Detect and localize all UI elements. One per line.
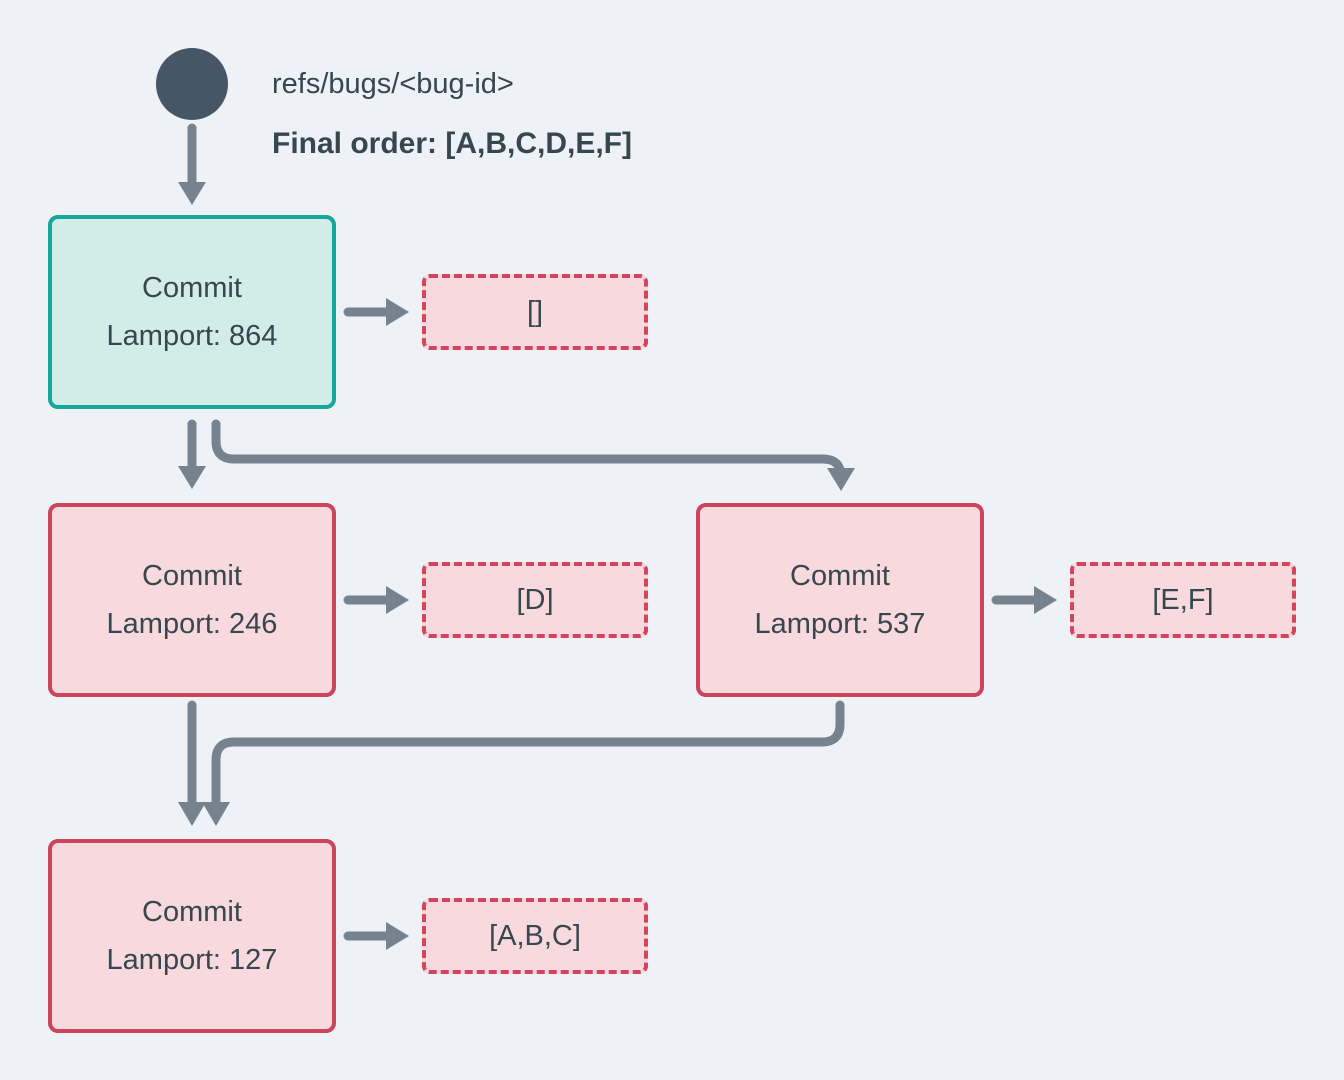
commit-node-537-title: Commit <box>790 560 890 592</box>
payload-box-abc: [A,B,C] <box>422 898 648 974</box>
arrowhead-864-to-537 <box>827 468 855 491</box>
arrowhead-246-to-d-payload <box>386 586 409 614</box>
ref-node-icon <box>156 48 228 120</box>
commit-node-127-lamport: Lamport: 127 <box>106 944 278 976</box>
commit-node-537: Commit Lamport: 537 <box>696 503 984 697</box>
ref-label: refs/bugs/<bug-id> <box>272 68 514 100</box>
payload-box-d-label: [D] <box>516 583 554 616</box>
payload-box-abc-label: [A,B,C] <box>489 919 581 952</box>
arrowhead-ref-to-864 <box>178 182 206 205</box>
arrowhead-864-to-246 <box>178 466 206 489</box>
arrowhead-537-to-ef-payload <box>1034 586 1057 614</box>
edge-537-to-127 <box>211 700 845 809</box>
commit-node-246-lamport: Lamport: 246 <box>106 608 278 640</box>
commit-node-864-title: Commit <box>142 272 242 304</box>
arrowhead-537-to-127 <box>202 802 230 826</box>
edge-864-to-537 <box>211 419 846 482</box>
commit-node-246: Commit Lamport: 246 <box>48 503 336 697</box>
payload-box-empty: [] <box>422 274 648 350</box>
final-order-label: Final order: [A,B,C,D,E,F] <box>272 127 632 160</box>
payload-box-ef: [E,F] <box>1070 562 1296 638</box>
arrowhead-127-to-abc-payload <box>386 922 409 950</box>
arrowhead-864-to-empty-payload <box>386 298 409 326</box>
commit-node-127-title: Commit <box>142 896 242 928</box>
payload-box-d: [D] <box>422 562 648 638</box>
commit-node-537-lamport: Lamport: 537 <box>754 608 926 640</box>
payload-box-empty-label: [] <box>526 295 544 328</box>
commit-node-864: Commit Lamport: 864 <box>48 215 336 409</box>
payload-box-ef-label: [E,F] <box>1152 583 1214 616</box>
commit-node-864-lamport: Lamport: 864 <box>106 320 278 352</box>
commit-node-127: Commit Lamport: 127 <box>48 839 336 1033</box>
commit-node-246-title: Commit <box>142 560 242 592</box>
arrowhead-246-to-127 <box>178 802 206 826</box>
